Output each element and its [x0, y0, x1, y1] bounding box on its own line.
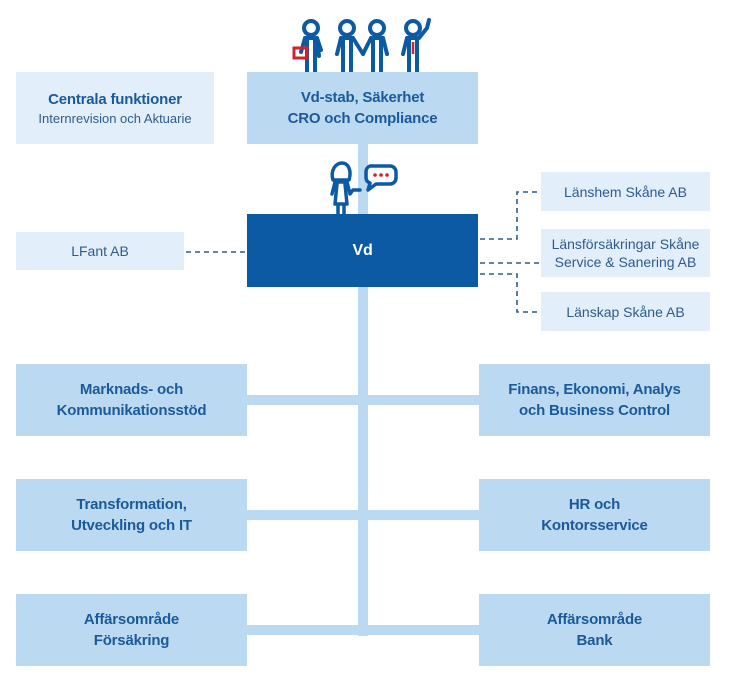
- spine-connector: [358, 140, 368, 636]
- department-hr-line2: Kontorsservice: [541, 517, 648, 534]
- ceo-label: Vd: [352, 242, 373, 259]
- department-marketing-box: Marknads- och Kommunikationsstöd: [16, 364, 247, 436]
- department-insurance-box: Affärsområde Försäkring: [16, 594, 247, 666]
- department-bank-line1: Affärsområde: [546, 611, 643, 628]
- department-finance-line2: och Business Control: [518, 402, 671, 419]
- department-insurance-line1: Affärsområde: [83, 611, 180, 628]
- subsidiary-lanskap-label: Länskap Skåne AB: [566, 303, 685, 320]
- department-hr-line1: HR och: [568, 496, 621, 513]
- ceo-box: Vd: [247, 214, 478, 287]
- connector-row-3: [246, 625, 479, 635]
- vd-staff-box: Vd-stab, Säkerhet CRO och Compliance: [247, 72, 478, 144]
- subsidiary-lfant-box: LFant AB: [16, 232, 184, 270]
- subsidiary-service-sanering-line2: Service & Sanering AB: [554, 254, 697, 270]
- woman-speaking-icon: [330, 161, 398, 216]
- subsidiary-service-sanering-line1: Länsförsäkringar Skåne: [551, 236, 700, 252]
- vd-staff-line2: CRO och Compliance: [287, 110, 438, 127]
- department-insurance-line2: Försäkring: [93, 632, 170, 649]
- subsidiary-lanshem-box: Länshem Skåne AB: [541, 172, 710, 211]
- vd-staff-line1: Vd-stab, Säkerhet: [300, 89, 425, 106]
- subsidiary-lanshem-label: Länshem Skåne AB: [564, 183, 687, 200]
- subsidiary-service-sanering-box: Länsförsäkringar Skåne Service & Sanerin…: [541, 229, 710, 277]
- department-hr-box: HR och Kontorsservice: [479, 479, 710, 551]
- four-people-figures-icon: [292, 18, 431, 74]
- connector-row-2: [246, 510, 479, 520]
- department-bank-box: Affärsområde Bank: [479, 594, 710, 666]
- department-finance-line1: Finans, Ekonomi, Analys: [508, 381, 681, 398]
- department-marketing-line2: Kommunikationsstöd: [56, 402, 207, 419]
- central-functions-title: Centrala funktioner: [48, 90, 182, 108]
- department-transformation-line2: Utveckling och IT: [71, 517, 192, 534]
- subsidiary-lanskap-box: Länskap Skåne AB: [541, 292, 710, 331]
- department-marketing-line1: Marknads- och: [79, 381, 184, 398]
- department-transformation-line1: Transformation,: [76, 496, 187, 513]
- connector-row-1: [246, 395, 479, 405]
- central-functions-subtitle: Internrevision och Aktuarie: [38, 110, 192, 126]
- subsidiary-lfant-label: LFant AB: [71, 243, 129, 259]
- central-functions-box: Centrala funktioner Internrevision och A…: [16, 72, 214, 144]
- department-bank-line2: Bank: [576, 632, 613, 649]
- department-finance-box: Finans, Ekonomi, Analys och Business Con…: [479, 364, 710, 436]
- department-transformation-box: Transformation, Utveckling och IT: [16, 479, 247, 551]
